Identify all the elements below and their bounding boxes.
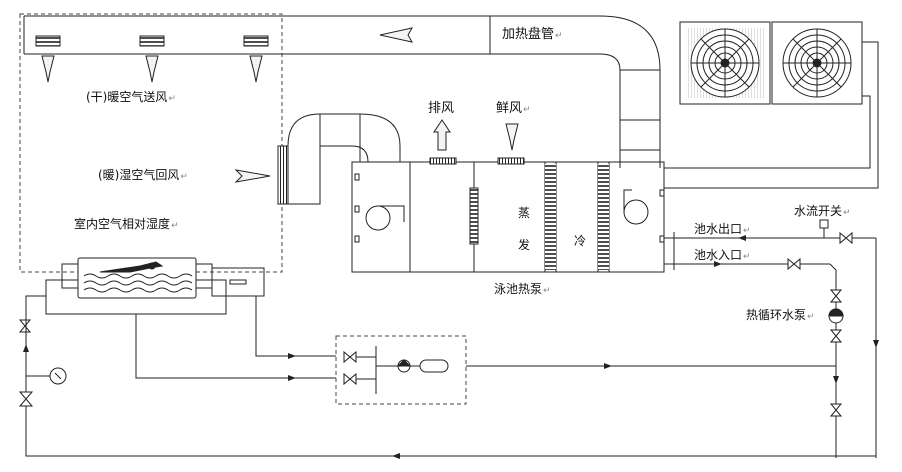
pump-station-box	[335, 335, 467, 405]
label-evaporator-1: 蒸	[518, 206, 531, 220]
valve-outlet-icon	[839, 231, 853, 245]
supply-grille-2	[139, 35, 165, 47]
valve-pump-upper-icon	[829, 289, 843, 303]
valve-inlet-icon	[787, 257, 801, 271]
check-valve-left-icon	[18, 391, 34, 407]
pump-station-valves	[343, 346, 398, 394]
supply-air-duct	[23, 15, 661, 168]
label-pool-inlet: 池水入口↵	[694, 248, 751, 262]
valve-left-upper-icon	[18, 319, 32, 333]
filter	[469, 187, 479, 245]
label-exhaust: 排风	[428, 101, 455, 116]
condenser-coil	[598, 164, 609, 270]
pool-filter-box	[211, 267, 265, 297]
heat-pump-unit	[351, 161, 665, 273]
label-evaporator-2: 发	[518, 238, 531, 252]
return-fan-icon	[354, 173, 405, 243]
pool-heater-tank	[419, 359, 449, 373]
label-heat-pump: 泳池热泵↵	[494, 282, 551, 296]
fresh-air-arrow-down	[505, 123, 519, 151]
return-flow-arrow-right	[234, 169, 271, 183]
swimmer-icon	[99, 261, 164, 273]
swimmer-head-icon	[148, 262, 156, 270]
pool-hall-boundary	[19, 13, 283, 273]
label-return-air: (暖)湿空气回风↵	[98, 168, 188, 182]
fresh-air-damper	[497, 157, 525, 165]
label-heating-coil: 加热盘管↵	[502, 27, 563, 42]
exhaust-damper	[429, 157, 457, 165]
return-air-grille	[277, 145, 289, 205]
pool-pump-icon	[396, 359, 412, 373]
flow-arrows	[23, 235, 879, 459]
supply-arrow-down-1	[41, 55, 55, 83]
supply-fan-icon	[623, 189, 665, 243]
supply-grille-1	[35, 35, 61, 47]
supply-arrow-down-2	[145, 55, 159, 83]
supply-arrow-down-3	[249, 55, 263, 83]
supply-grille-3	[243, 35, 269, 47]
valve-pump-lower-icon	[829, 329, 843, 343]
label-fresh-air: 鲜风↵	[496, 101, 531, 116]
condenser-fan-1-icon	[690, 28, 760, 98]
label-pool-outlet: 池水出口↵	[694, 222, 751, 236]
label-indoor-humidity: 室内空气相对湿度↵	[74, 217, 179, 231]
label-circulation-pump: 热循环水泵↵	[746, 308, 815, 322]
flow-switch-icon	[819, 219, 829, 238]
label-supply-air: (干)暖空气送风↵	[86, 90, 176, 104]
duct-flow-arrow-left	[379, 27, 413, 43]
pressure-gauge-icon	[26, 367, 67, 385]
pool-water-piping	[664, 232, 877, 458]
condenser-fan-2-icon	[782, 28, 852, 98]
valve-bottom-right-icon	[829, 403, 843, 417]
refrigerant-piping	[664, 41, 879, 189]
swimming-pool	[45, 257, 227, 315]
label-condenser: 冷	[574, 234, 587, 248]
return-air-duct	[287, 113, 401, 205]
circulation-pump-icon	[828, 308, 844, 324]
exhaust-arrow-up	[433, 119, 451, 151]
label-flow-switch: 水流开关↵	[794, 204, 851, 218]
evaporator-coil	[545, 164, 556, 270]
